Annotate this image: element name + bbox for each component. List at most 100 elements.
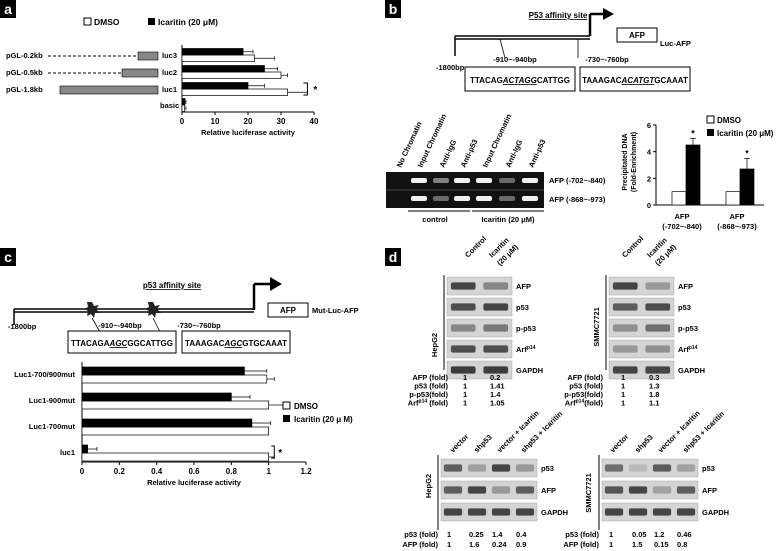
c-seq1-post: GGCATTGG: [127, 339, 173, 348]
sig-bracket: [271, 445, 275, 459]
blot-band: [515, 508, 535, 516]
quant-label: AFP (fold): [402, 540, 438, 549]
row-label: Luc1-700/900mut: [14, 370, 75, 379]
quant-label: p53 (fold): [565, 530, 599, 539]
blot-band: [443, 486, 463, 494]
seq1-post: CATTGG: [537, 76, 570, 85]
chip-band: [522, 178, 538, 183]
blot-label: GAPDH: [702, 508, 729, 517]
panel-c-afp-box: [267, 302, 309, 318]
chip-cat2-b: (-868~-973): [717, 222, 757, 231]
blot-label: p-p53: [516, 324, 536, 333]
quant-label: p-p53(fold): [564, 390, 603, 399]
panel-b-letter: b: [389, 1, 398, 17]
x-tick-label: 0: [80, 467, 85, 476]
blot-label: GAPDH: [678, 366, 705, 375]
luc-label-3: basic: [160, 101, 179, 110]
blot-strip: [446, 360, 513, 380]
bar-dmso: [725, 191, 741, 206]
quant-value: 0.05: [632, 530, 647, 539]
blot-strip: [608, 339, 675, 359]
luc-label-0: luc3: [162, 51, 177, 60]
legend-a-icaritin-label: Icaritin (20 μM): [158, 17, 218, 27]
panel-b-site1-label: -910~-940bp: [493, 55, 537, 64]
c-seq2-site: AGC: [223, 339, 242, 348]
y-tick-label: 0: [647, 201, 651, 210]
panel-b-start-label: -1800bp: [436, 63, 465, 72]
quant-value: 1: [463, 390, 467, 399]
x-tick-label: 1: [266, 467, 271, 476]
chip-band: [476, 178, 492, 183]
blot-band: [645, 345, 671, 353]
legend-b-dmso-label: DMSO: [717, 116, 741, 125]
blot-band: [483, 366, 509, 374]
sig-star: *: [745, 148, 749, 158]
bar-dmso: [81, 426, 270, 436]
seq2-pre: TAAAGAC: [582, 76, 622, 85]
blot-band: [467, 508, 487, 516]
quant-value: 1: [621, 373, 625, 382]
quant-label: AFP (fold): [563, 540, 599, 549]
blot-strip: [440, 458, 538, 478]
legend-c-icaritin-label: Icaritin (20 μ M): [294, 415, 353, 424]
x-tick-label: 30: [277, 117, 286, 126]
legend-c-icaritin-swatch: [283, 415, 290, 422]
blot-band: [612, 303, 638, 311]
chip-band: [411, 196, 427, 201]
sig-star: *: [278, 448, 282, 459]
x-tick-label: 10: [211, 117, 220, 126]
chip-cat1-a: AFP: [675, 212, 690, 221]
quant-label-sup: p14: [576, 399, 585, 405]
panel-c-seq2-box: [181, 330, 291, 354]
quant-value: 1: [447, 540, 451, 549]
bottom-lane-label: shp53: [472, 433, 494, 455]
quant-value: 1: [621, 382, 625, 391]
quant-value: 1.4: [490, 390, 501, 399]
d-hepg2-lane-control: Control: [463, 234, 488, 259]
bar-dmso: [181, 71, 282, 79]
quant-value: 0.4: [516, 530, 527, 539]
d-hepg2-cell-label: HepG2: [430, 333, 439, 357]
blot-band: [676, 464, 696, 472]
d-hepg2-bottom-cell-label: HepG2: [424, 474, 433, 498]
blot-label: p53: [541, 464, 554, 473]
chip-ylabel-2: (Fold-Enrichment): [631, 132, 638, 192]
chip-row1-label: AFP (-702~-840): [549, 176, 606, 185]
blot-strip: [601, 502, 699, 522]
bar-dmso: [181, 104, 185, 112]
chip-row2-label: AFP (-868~-973): [549, 195, 606, 204]
bar-dmso: [671, 191, 687, 206]
panel-c-reporter-label: Mut-Luc-AFP: [312, 306, 359, 315]
construct-label-0: pGL-0.2kb: [6, 51, 43, 60]
seq2-site: ACATGT: [621, 76, 656, 85]
blot-band: [483, 324, 509, 332]
legend-c-dmso-label: DMSO: [294, 402, 318, 411]
panel-c-site1-marker: [91, 317, 101, 333]
quant-value: 1: [609, 540, 613, 549]
quant-value: 1.8: [649, 390, 659, 399]
bar-dmso: [81, 452, 270, 462]
bar-dmso: [81, 400, 270, 410]
blot-band: [483, 345, 509, 353]
quant-value: 1.41: [490, 382, 505, 391]
x-tick-label: 0: [180, 117, 185, 126]
blot-band: [612, 366, 638, 374]
y-tick-label: 6: [647, 121, 651, 130]
luc-label-2: luc1: [162, 85, 177, 94]
bar-icaritin: [81, 444, 88, 454]
chip-band: [411, 178, 427, 183]
blot-strip: [601, 480, 699, 500]
blot-label: p53: [678, 303, 691, 312]
y-tick-label: 2: [647, 174, 651, 183]
panel-c-seq1-box: [67, 330, 177, 354]
row-label: luc1: [60, 448, 75, 457]
legend-b-dmso-swatch: [706, 115, 715, 124]
quant-label: p-p53(fold): [409, 390, 448, 399]
x-axis-label: Relative luciferase activity: [147, 478, 242, 487]
chip-band: [454, 178, 470, 183]
blot-band: [645, 282, 671, 290]
